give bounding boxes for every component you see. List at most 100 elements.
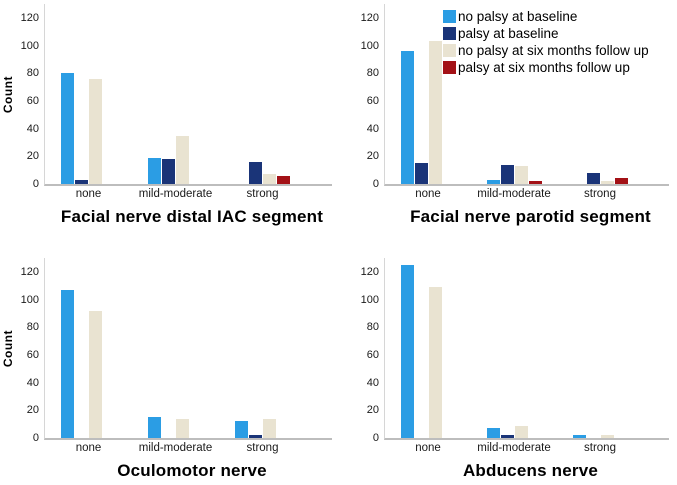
legend-item: no palsy at baseline <box>443 8 649 24</box>
bar-palsy-at-six-months-follow-up <box>277 175 290 184</box>
category-label: none <box>75 188 102 200</box>
bar-palsy-at-six-months-follow-up <box>528 181 542 184</box>
category-label: strong <box>246 188 279 200</box>
y-tick-label: 80 <box>26 67 39 80</box>
legend-item: no palsy at six months follow up <box>443 42 649 58</box>
y-tick-label: 120 <box>20 11 39 24</box>
y-tick-label: 20 <box>26 404 39 417</box>
legend-label: no palsy at six months follow up <box>458 42 649 58</box>
y-axis-title-column: Count <box>0 4 16 186</box>
x-axis-labels: none mild-moderate strong <box>44 440 332 454</box>
bar-no-palsy-at-baseline <box>148 417 161 438</box>
plot-column: none mild-moderate strong <box>384 4 669 200</box>
legend-swatch-palsy-six-months-icon <box>443 60 456 74</box>
category-label: mild-moderate <box>477 442 551 454</box>
bar-group <box>573 172 628 184</box>
bar-no-palsy-at-baseline <box>486 428 500 438</box>
legend-item: palsy at baseline <box>443 25 649 41</box>
category-label: strong <box>584 188 616 200</box>
bar-group <box>235 418 290 438</box>
x-axis-labels: none mild-moderate strong <box>44 186 332 200</box>
chart-title: Abducens nerve <box>462 461 599 480</box>
plot-area <box>44 4 332 186</box>
y-tick-label: 0 <box>32 178 39 190</box>
bar-palsy-at-baseline <box>75 179 88 184</box>
chart-area: 0 20 40 60 80 100 120 none mild-moderate strong <box>340 4 677 200</box>
plot-column: none mild-moderate strong <box>384 258 669 454</box>
bar-palsy-at-baseline <box>249 435 262 438</box>
category-label: mild-moderate <box>477 188 551 200</box>
bar-no-palsy-at-six-months-follow-up <box>600 181 614 184</box>
y-axis-title-column: Count <box>0 258 16 440</box>
chart-title: Oculomotor nerve <box>117 461 267 480</box>
bar-no-palsy-at-baseline <box>148 157 161 184</box>
y-tick-label: 80 <box>26 321 39 334</box>
y-tick-label: 0 <box>372 178 379 190</box>
bar-no-palsy-at-six-months-follow-up <box>514 166 528 184</box>
bar-palsy-at-baseline <box>500 435 514 438</box>
bar-group <box>486 425 542 438</box>
category-label: strong <box>584 442 616 454</box>
legend-label: palsy at six months follow up <box>458 59 630 75</box>
x-axis-labels: none mild-moderate strong <box>384 440 669 454</box>
bar-no-palsy-at-baseline <box>61 73 74 184</box>
category-label: mild-moderate <box>138 188 213 200</box>
y-tick-label: 100 <box>360 39 379 52</box>
bar-palsy-at-six-months-follow-up <box>614 178 628 184</box>
bar-no-palsy-at-six-months-follow-up <box>176 418 189 438</box>
y-axis-title-column <box>340 258 356 440</box>
plot-column: none mild-moderate strong <box>44 258 332 454</box>
category-label: mild-moderate <box>138 442 213 454</box>
y-tick-label: 100 <box>360 293 379 306</box>
legend-label: no palsy at baseline <box>458 8 578 24</box>
bar-no-palsy-at-baseline <box>486 179 500 184</box>
bar-no-palsy-at-six-months-follow-up <box>263 418 276 438</box>
y-tick-label: 60 <box>26 348 39 361</box>
bar-no-palsy-at-six-months-follow-up <box>428 287 442 438</box>
category-label: none <box>75 442 102 454</box>
y-tick-label: 100 <box>20 293 39 306</box>
y-tick-label: 0 <box>372 432 379 444</box>
y-tick-label: 0 <box>32 432 39 444</box>
legend-swatch-palsy-baseline-icon <box>443 26 456 40</box>
y-tick-label: 120 <box>360 265 379 278</box>
bar-group <box>400 264 456 438</box>
y-tick-label: 40 <box>366 376 379 389</box>
bar-palsy-at-baseline <box>162 159 175 184</box>
x-axis-labels: none mild-moderate strong <box>384 186 669 200</box>
bar-no-palsy-at-baseline <box>400 51 414 184</box>
legend-label: palsy at baseline <box>458 25 559 41</box>
category-label: strong <box>246 442 279 454</box>
legend-swatch-no-palsy-six-months-icon <box>443 43 456 57</box>
bar-no-palsy-at-six-months-follow-up <box>600 435 614 438</box>
bar-palsy-at-baseline <box>414 163 428 184</box>
y-tick-label: 80 <box>366 67 379 80</box>
y-tick-label: 60 <box>366 94 379 107</box>
bar-no-palsy-at-six-months-follow-up <box>263 174 276 184</box>
legend-swatch-no-palsy-baseline-icon <box>443 9 456 23</box>
bar-group <box>61 289 116 438</box>
category-label: none <box>415 442 441 454</box>
y-tick-label: 20 <box>366 150 379 163</box>
y-tick-label: 120 <box>360 11 379 24</box>
bar-palsy-at-baseline <box>586 172 600 184</box>
bar-no-palsy-at-baseline <box>61 289 74 438</box>
legend-item: palsy at six months follow up <box>443 59 649 75</box>
y-tick-label: 120 <box>20 265 39 278</box>
chart-title: Facial nerve distal IAC segment <box>60 207 324 226</box>
y-tick-label: 20 <box>26 150 39 163</box>
y-tick-label: 40 <box>26 122 39 135</box>
bar-no-palsy-at-baseline <box>572 435 586 438</box>
y-tick-label: 40 <box>366 122 379 135</box>
bar-no-palsy-at-six-months-follow-up <box>514 425 528 438</box>
bar-no-palsy-at-baseline <box>235 421 248 438</box>
category-label: none <box>415 188 441 200</box>
